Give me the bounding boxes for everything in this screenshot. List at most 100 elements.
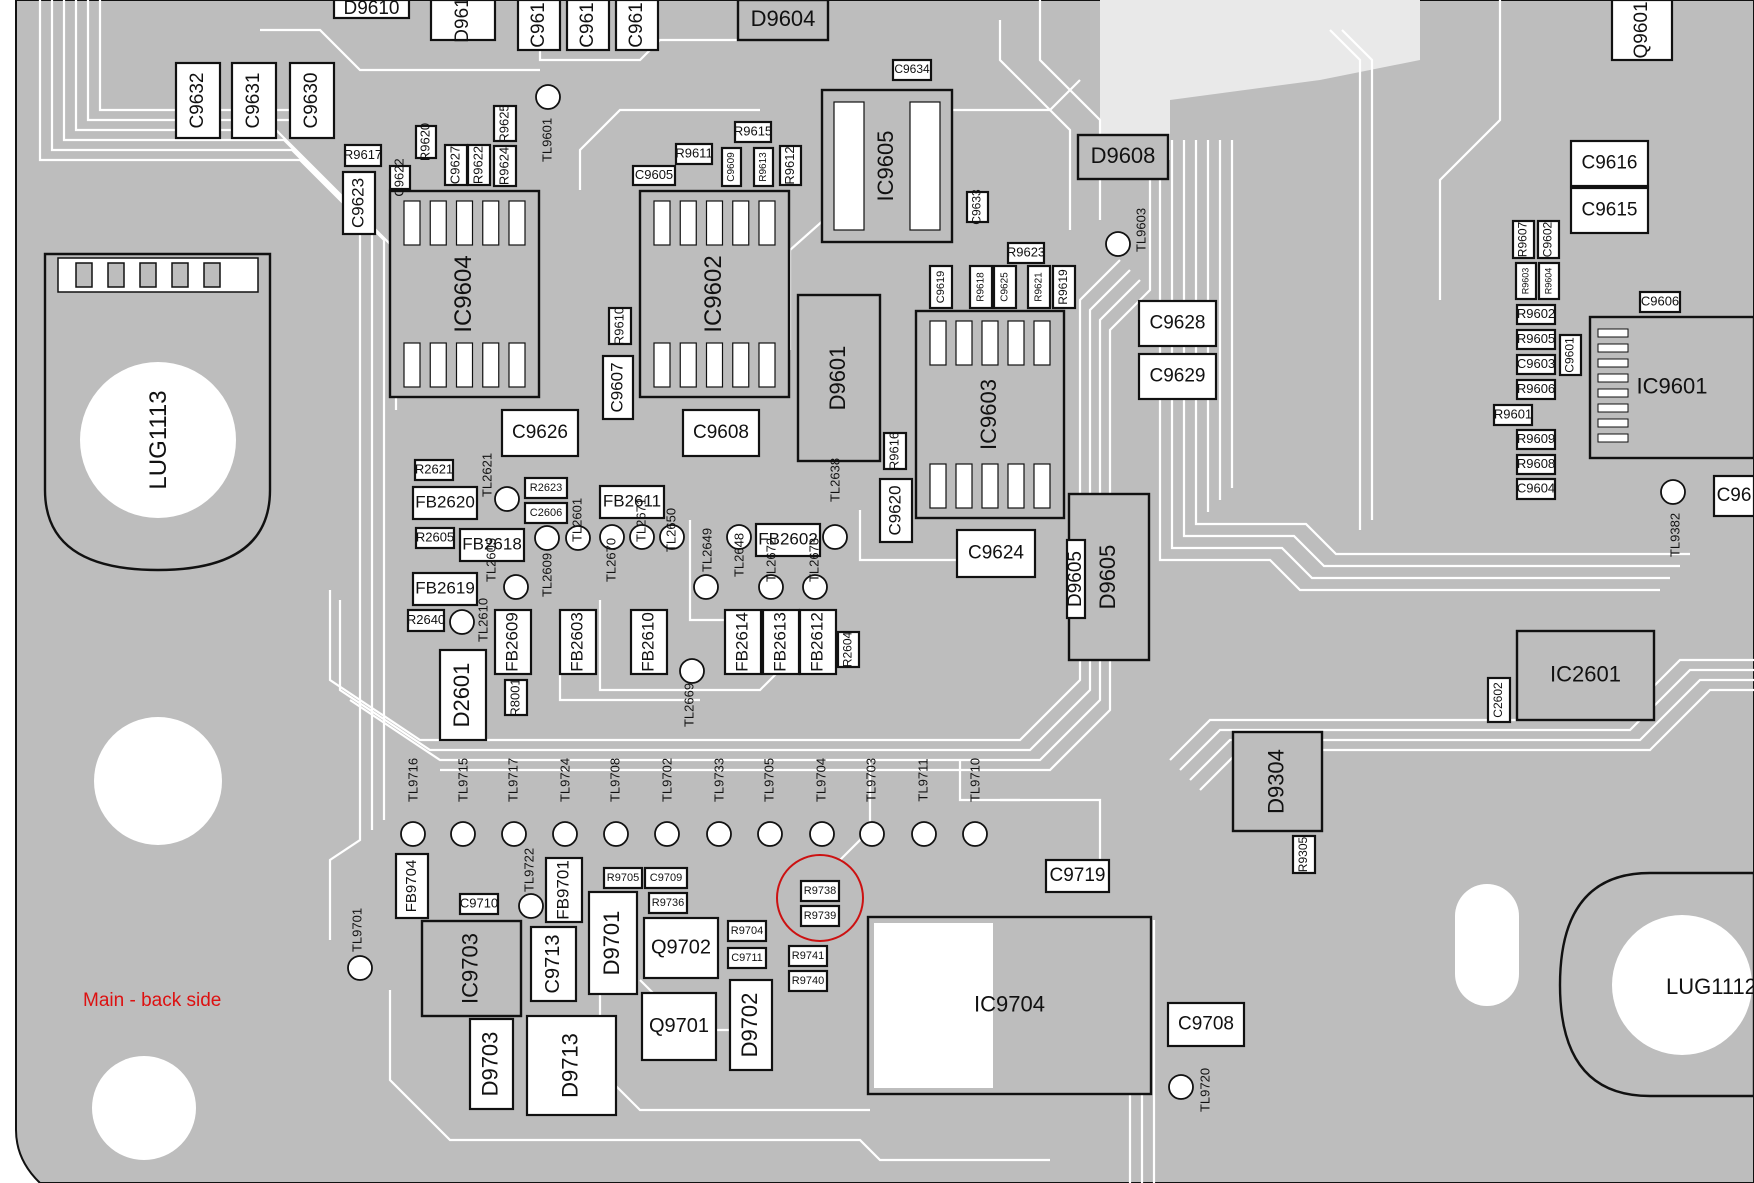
component: Q9701 xyxy=(640,991,718,1062)
component-ref: C96 xyxy=(1717,485,1752,506)
component: C9628 xyxy=(1137,299,1218,348)
component: D9701 xyxy=(587,890,639,996)
component: C9633 xyxy=(965,189,990,225)
component: R9704 xyxy=(726,919,768,943)
copper-trace xyxy=(858,510,1000,562)
component-ref: C2606 xyxy=(530,507,562,519)
testpoint: TL9715 xyxy=(450,758,476,847)
component: C9601 xyxy=(1558,333,1583,377)
component-ref: FB9701 xyxy=(553,860,572,920)
testpoint: TL2673 xyxy=(802,538,828,600)
component-ref: R9609 xyxy=(1517,431,1555,446)
ic-d9601: D9601 xyxy=(796,293,882,463)
testpoint-ref: TL9601 xyxy=(539,118,554,162)
component-ref: R9607 xyxy=(1516,222,1530,258)
ic-ic9602: IC9602 xyxy=(638,189,791,399)
component: C9623 xyxy=(341,170,377,236)
component: D9605 xyxy=(1065,538,1087,620)
testpoint: TL2650 xyxy=(659,508,685,552)
component: C9605 xyxy=(631,164,677,187)
ic-d9608: D9608 xyxy=(1076,133,1170,181)
component-ref: C9620 xyxy=(885,485,904,535)
component-ref: R9621 xyxy=(1034,272,1045,302)
component: R9619 xyxy=(1051,264,1077,310)
component-ref: R9619 xyxy=(1056,269,1070,305)
testpoint-ref: TL9603 xyxy=(1133,208,1148,252)
component-ref: Q9702 xyxy=(651,936,711,958)
testpoint: TL9382 xyxy=(1660,479,1686,557)
component: C9719 xyxy=(1044,858,1111,894)
component-ref: R9618 xyxy=(976,272,987,302)
component: D9703 xyxy=(468,1017,515,1111)
component: R9603 xyxy=(1514,261,1538,301)
component: R9610 xyxy=(607,307,633,345)
copper-trace xyxy=(260,28,540,72)
copper-trace xyxy=(1329,29,1362,530)
component: R9705 xyxy=(602,866,644,890)
testpoint: TL9717 xyxy=(501,758,527,847)
component: R9608 xyxy=(1515,453,1557,476)
ic-ic9703: IC9703 xyxy=(420,919,523,1018)
component: R9606 xyxy=(1515,378,1557,401)
component-ref: R2604 xyxy=(841,632,855,668)
component: C961 xyxy=(516,0,562,52)
testpoint-ref: TL2638 xyxy=(827,458,842,502)
component: R2640 xyxy=(407,608,445,633)
component: C961 xyxy=(565,0,611,52)
component-ref: C9628 xyxy=(1150,313,1206,334)
ic-label: IC9602 xyxy=(700,255,727,332)
component-ref: C9625 xyxy=(1000,272,1011,302)
component-ref: C961 xyxy=(626,2,647,47)
component-ref: FB2602 xyxy=(758,529,818,548)
ic-label: IC9605 xyxy=(873,131,898,202)
component: FB2603 xyxy=(558,608,598,676)
component: R9622 xyxy=(466,143,492,187)
component: FB2602 xyxy=(754,522,822,558)
component-ref: C9709 xyxy=(650,872,682,884)
component: D9702 xyxy=(728,978,774,1072)
ic-ic9604: IC9604 xyxy=(388,189,541,399)
component-ref: R9305 xyxy=(1296,837,1310,873)
testpoint-ref: TL2673 xyxy=(806,538,821,582)
slot-hole xyxy=(1455,884,1519,1006)
component-ref: FB2618 xyxy=(462,534,522,553)
component: R9624 xyxy=(492,144,518,188)
copper-trace xyxy=(62,0,386,820)
ic-label: IC9703 xyxy=(457,933,482,1004)
testpoint-ref: TL9711 xyxy=(915,758,930,801)
component: Q9601 xyxy=(1610,0,1674,62)
component: C9626 xyxy=(500,408,580,458)
component: R9617 xyxy=(344,143,382,168)
component: C96 xyxy=(1712,474,1754,518)
component-ref: C961 xyxy=(577,2,598,47)
component: C2602 xyxy=(1486,676,1512,724)
component: C9629 xyxy=(1137,352,1218,401)
component-ref: R9602 xyxy=(1517,306,1555,321)
component-ref: R9611 xyxy=(675,145,712,160)
component-ref: D9701 xyxy=(599,911,624,976)
testpoint: TL9716 xyxy=(400,758,426,847)
component-ref: FB2619 xyxy=(415,578,475,597)
component: R9601 xyxy=(1492,403,1534,427)
component: R9741 xyxy=(787,944,829,968)
component-ref: C9631 xyxy=(243,73,264,129)
testpoint-ref: TL9701 xyxy=(349,908,364,952)
component-ref: D961 xyxy=(452,0,473,43)
component: C9619 xyxy=(928,264,954,310)
component-ref: R9736 xyxy=(652,897,684,909)
component-ref: R9705 xyxy=(607,872,639,884)
component-ref: R9604 xyxy=(1543,268,1553,295)
testpoint-ref: TL2670 xyxy=(603,538,618,582)
testpoint-ref: TL9382 xyxy=(1667,513,1682,557)
testpoint: TL9601 xyxy=(535,84,561,162)
testpoint: TL9704 xyxy=(809,758,835,847)
component: D961 xyxy=(429,0,497,43)
testpoint-ref: TL9715 xyxy=(455,758,470,802)
component: FB2612 xyxy=(798,608,838,676)
component-ref: C9634 xyxy=(894,62,930,76)
component-ref: Q9701 xyxy=(649,1015,709,1037)
component-ref: C9622 xyxy=(391,158,406,196)
component-ref: D2601 xyxy=(449,663,474,728)
component: FB2610 xyxy=(629,608,669,676)
